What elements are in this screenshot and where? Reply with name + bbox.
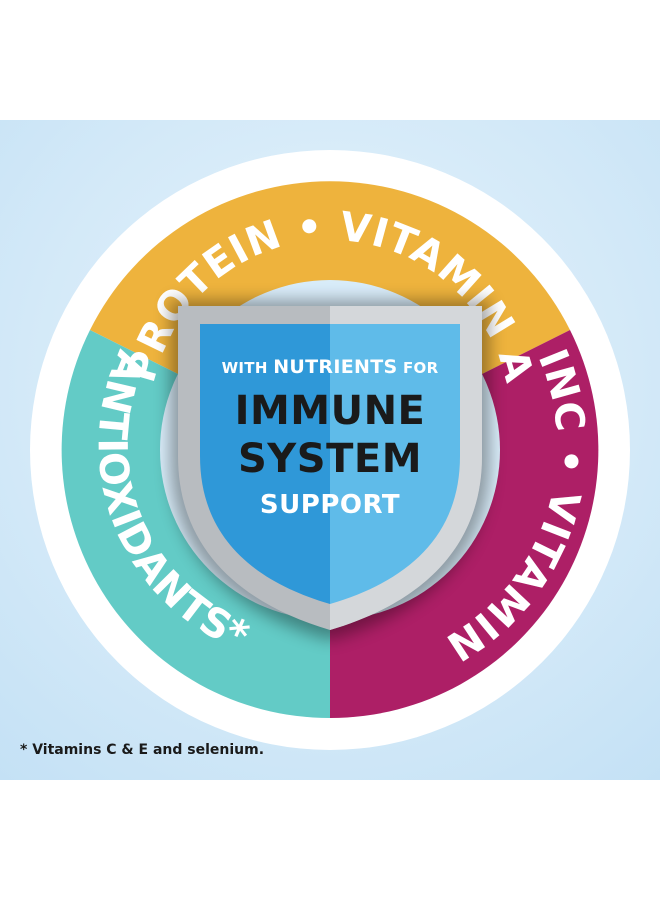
shield-icon <box>170 300 490 640</box>
shield-line-1: WITH NUTRIENTS FOR <box>190 356 470 378</box>
shield-face-left <box>200 324 330 604</box>
shield-line-immune: IMMUNE <box>234 388 426 434</box>
shield-line-support: SUPPORT <box>259 490 401 520</box>
shield-line-1-suffix: FOR <box>402 359 439 377</box>
shield-line-1-prefix: WITH <box>221 359 268 377</box>
shield-line-system: SYSTEM <box>238 436 422 482</box>
product-graphic-panel: PROTEIN • VITAMIN A ZINC • VITAMIN D ANT… <box>0 120 660 780</box>
footnote: * Vitamins C & E and selenium. <box>20 742 265 758</box>
shield-line-1-emphasis: NUTRIENTS <box>273 356 398 378</box>
shield-face-right <box>330 324 460 604</box>
